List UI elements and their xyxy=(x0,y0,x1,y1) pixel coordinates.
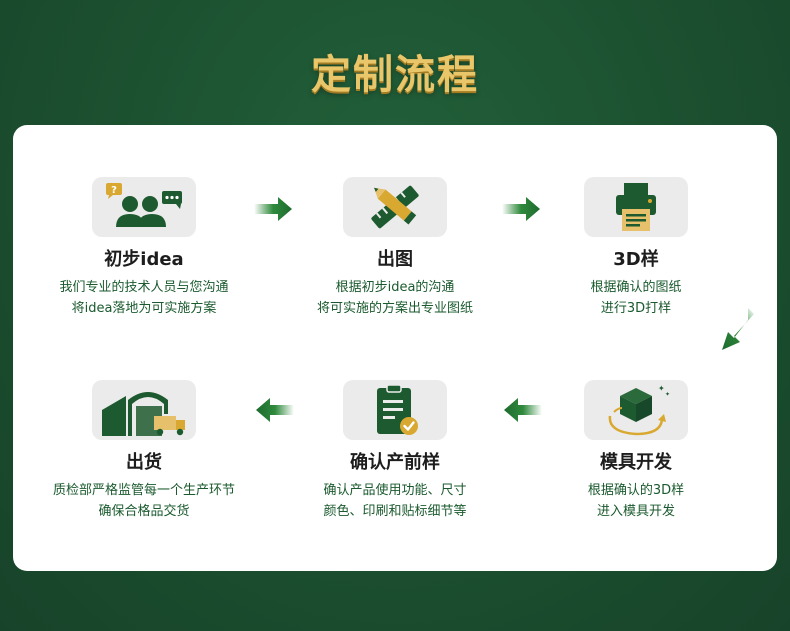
step-icon-box xyxy=(92,380,196,440)
step-desc-line: 质检部严格监管每一个生产环节 xyxy=(52,483,235,498)
discussion-icon: ? xyxy=(106,183,182,227)
clipboard-check-icon xyxy=(377,384,418,435)
step-desc-line: 颜色、印刷和贴标细节等 xyxy=(323,504,467,519)
step-desc-line: 确认产品使用功能、尺寸 xyxy=(323,483,467,498)
step-desc-line: 我们专业的技术人员与您沟通 xyxy=(59,280,229,295)
step-title: 初步idea xyxy=(104,249,184,270)
ruler-pencil-icon xyxy=(371,185,419,229)
step-title: 确认产前样 xyxy=(350,452,440,473)
step-title: 3D样 xyxy=(613,249,659,270)
step-shipping: 出货 质检部严格监管每一个生产环节 确保合格品交货 xyxy=(19,380,269,522)
step-desc-line: 根据初步idea的沟通 xyxy=(335,280,455,295)
step-desc-line: 根据确认的3D样 xyxy=(587,483,685,498)
step-description: 确认产品使用功能、尺寸 颜色、印刷和贴标细节等 xyxy=(270,480,520,522)
step-title: 模具开发 xyxy=(600,452,672,473)
step-desc-line: 根据确认的图纸 xyxy=(590,280,682,295)
cube-rotate-icon: ✦ ✦ xyxy=(608,384,670,436)
step-description: 根据确认的3D样 进入模具开发 xyxy=(511,480,761,522)
step-icon-box xyxy=(343,177,447,237)
printer-icon xyxy=(616,183,656,231)
svg-text:?: ? xyxy=(111,185,117,196)
step-desc-line: 将idea落地为可实施方案 xyxy=(71,301,217,316)
arrow-right-icon xyxy=(254,197,292,221)
step-3d-sample: 3D样 根据确认的图纸 进行3D打样 xyxy=(511,177,761,319)
arrow-curve-down-icon xyxy=(722,308,754,350)
svg-text:✦: ✦ xyxy=(658,384,665,393)
svg-text:✦: ✦ xyxy=(665,391,670,398)
warehouse-truck-icon xyxy=(102,392,185,436)
step-description: 质检部严格监管每一个生产环节 确保合格品交货 xyxy=(19,480,269,522)
step-desc-line: 进入模具开发 xyxy=(596,504,675,519)
step-icon-box: ? xyxy=(92,177,196,237)
step-desc-line: 将可实施的方案出专业图纸 xyxy=(316,301,473,316)
page-title: 定制流程 xyxy=(311,52,479,98)
step-title: 出货 xyxy=(126,452,162,473)
step-mold-development: ✦ ✦ 模具开发 根据确认的3D样 进入模具开发 xyxy=(511,380,761,522)
step-drawing: 出图 根据初步idea的沟通 将可实施的方案出专业图纸 xyxy=(270,177,520,319)
step-description: 我们专业的技术人员与您沟通 将idea落地为可实施方案 xyxy=(19,277,269,319)
arrow-left-icon xyxy=(504,398,542,422)
background-bottom xyxy=(0,571,790,631)
step-desc-line: 确保合格品交货 xyxy=(98,504,190,519)
step-title: 出图 xyxy=(377,249,413,270)
step-pre-production-sample: 确认产前样 确认产品使用功能、尺寸 颜色、印刷和贴标细节等 xyxy=(270,380,520,522)
step-initial-idea: ? 初步idea 我们专业的技术人员与您沟通 将idea落地为可实施方案 xyxy=(19,177,269,319)
arrow-right-icon xyxy=(502,197,540,221)
step-icon-box xyxy=(343,380,447,440)
step-icon-box xyxy=(584,177,688,237)
step-description: 根据初步idea的沟通 将可实施的方案出专业图纸 xyxy=(270,277,520,319)
step-desc-line: 进行3D打样 xyxy=(600,301,672,316)
step-icon-box: ✦ ✦ xyxy=(584,380,688,440)
step-description: 根据确认的图纸 进行3D打样 xyxy=(511,277,761,319)
arrow-left-icon xyxy=(256,398,294,422)
